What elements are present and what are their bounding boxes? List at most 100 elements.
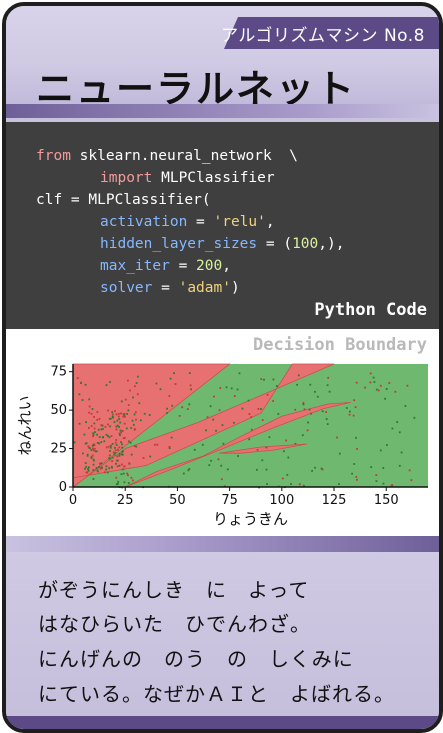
data-point [310, 412, 312, 415]
data-point [248, 413, 251, 415]
data-point [406, 384, 409, 387]
data-point [93, 422, 96, 425]
code-text: ) [230, 280, 240, 296]
data-point [283, 450, 285, 453]
code-caption: Python Code [314, 300, 427, 320]
data-point [388, 382, 391, 384]
data-point [336, 436, 338, 439]
data-point [92, 478, 95, 480]
data-point [221, 424, 224, 426]
data-point [123, 414, 126, 417]
data-point [98, 466, 100, 468]
data-point [276, 385, 278, 387]
data-point [140, 419, 142, 422]
data-point [391, 484, 394, 486]
data-point [113, 453, 116, 456]
data-point [90, 457, 93, 459]
code-number: 100 [292, 236, 319, 252]
x-tick-label: 125 [322, 493, 347, 508]
data-point [294, 442, 297, 445]
code-line-4: activation = 'relu', [100, 214, 275, 230]
data-point [257, 408, 260, 410]
data-point [117, 448, 119, 451]
code-text: MLPClassifier [152, 170, 275, 186]
data-point [96, 411, 99, 413]
data-point [226, 468, 229, 471]
data-point [90, 425, 93, 427]
data-point [133, 413, 136, 416]
data-point [107, 445, 110, 448]
data-point [127, 404, 130, 406]
data-point [122, 415, 125, 418]
data-point [201, 443, 204, 446]
data-point [296, 383, 298, 386]
data-point [370, 466, 373, 468]
data-point [105, 446, 108, 449]
data-point [298, 483, 301, 486]
data-point [115, 483, 118, 486]
data-point [134, 385, 136, 388]
data-point [111, 443, 114, 445]
data-point [116, 465, 119, 468]
code-keyword: from [36, 148, 71, 164]
data-point [118, 464, 121, 467]
data-point [256, 449, 259, 451]
data-point [136, 393, 139, 396]
data-point [233, 395, 236, 397]
data-point [120, 473, 123, 476]
data-point [384, 397, 386, 400]
data-point [250, 428, 253, 431]
data-point [93, 447, 96, 450]
data-point [99, 463, 101, 465]
decision-region [219, 443, 307, 454]
data-point [134, 428, 136, 430]
data-point [86, 453, 89, 456]
code-string: 'adam' [178, 280, 231, 296]
data-point [220, 464, 223, 467]
data-point [188, 468, 191, 470]
description-line-1: がぞうにんしき に よって [38, 578, 310, 602]
code-panel: from sklearn.neural_network \ import MLP… [6, 122, 439, 329]
data-point [118, 446, 121, 449]
data-point [115, 476, 118, 479]
code-string: 'relu' [213, 214, 266, 230]
data-point [190, 388, 192, 391]
data-point [353, 463, 356, 465]
decision-region [72, 363, 335, 488]
data-point [88, 398, 91, 401]
data-point [206, 416, 209, 419]
data-point [352, 414, 355, 417]
x-axis-label: りょうきん [213, 510, 288, 528]
data-point [205, 429, 207, 432]
data-point [114, 410, 116, 412]
data-point [111, 456, 114, 459]
bottom-strip [6, 716, 439, 729]
data-point [349, 410, 351, 413]
data-point [223, 485, 226, 488]
data-point [171, 404, 174, 407]
data-point [95, 450, 98, 453]
data-point [114, 446, 116, 449]
data-point [118, 425, 120, 428]
data-point [116, 459, 118, 462]
data-point [100, 424, 103, 427]
data-point [114, 452, 117, 454]
data-point [115, 439, 118, 441]
data-point [369, 381, 372, 384]
data-point [225, 386, 228, 389]
data-point [85, 465, 88, 468]
data-point [80, 382, 82, 384]
data-point [101, 424, 104, 427]
y-tick-label: 75 [50, 365, 67, 380]
data-point [96, 419, 99, 421]
data-point [372, 376, 375, 379]
data-point [122, 413, 125, 416]
data-point [134, 411, 137, 414]
data-point [119, 421, 122, 424]
data-point [327, 376, 330, 379]
data-point [88, 411, 91, 414]
data-point [398, 431, 401, 434]
data-point [285, 439, 287, 442]
data-point [169, 377, 172, 380]
